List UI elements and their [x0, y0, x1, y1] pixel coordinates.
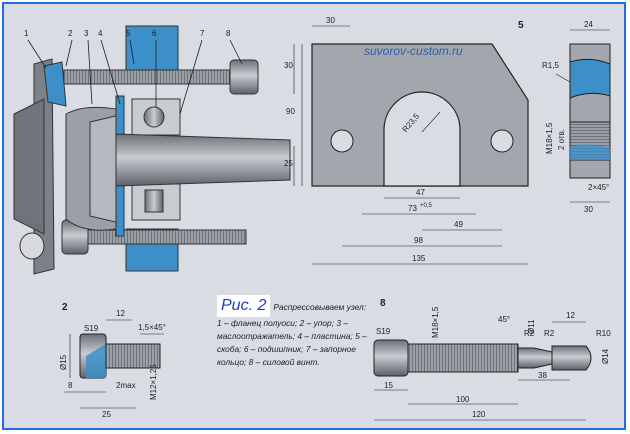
assembly-drawing: 1 2 3 4 5 6 7 8	[13, 25, 291, 275]
nut-dim-top: 24	[584, 20, 593, 29]
screw-dim-r10: R10	[596, 329, 611, 338]
bracket-dim-width: 135	[412, 254, 426, 263]
stop-drawing: 2 12 1,5×45° S19 Ø15 8 2max M12×1,25 25	[59, 302, 166, 419]
nut-dim-bottom: 30	[584, 205, 593, 214]
bracket-dim-holes: 98	[414, 236, 423, 245]
screw-dim-d11: Ø11	[527, 319, 536, 334]
assembly-label-2: 2	[68, 29, 73, 38]
screw-dim-100: 100	[456, 395, 470, 404]
watermark-text: suvorov-custom.ru	[364, 44, 463, 58]
caption-text: Распрессовываем узел: 1 – фланец полуоси…	[217, 302, 367, 367]
bracket-dim-upper: 30	[284, 61, 293, 70]
screw-dim-d14: Ø14	[601, 348, 610, 364]
assembly-label-7: 7	[200, 29, 205, 38]
nut-dim-holes: 2 отв.	[557, 129, 566, 150]
stop-view-label: 2	[62, 302, 68, 313]
screw-dim-angle: 45°	[498, 315, 510, 324]
bracket-drawing: 5 30 30 90 25 R23,5 47 73 +0,5 49 98 135	[284, 16, 529, 265]
assembly-label-3: 3	[84, 29, 89, 38]
stop-dim-thread: M12×1,25	[149, 364, 158, 400]
bracket-dim-right: 49	[454, 220, 463, 229]
bracket-view-label: 5	[518, 20, 524, 31]
stop-dim-left: 8	[68, 381, 73, 390]
assembly-label-6: 6	[152, 29, 157, 38]
figure-frame: 1 2 3 4 5 6 7 8 5 30 30 90 25 R23,5	[2, 2, 626, 430]
bracket-dim-lower: 25	[284, 159, 293, 168]
screw-drawing: 8 S19 M18×1,5 45° Ø11 R2 R2 12 R10 Ø14 1…	[373, 298, 611, 421]
assembly-label-1: 1	[24, 29, 29, 38]
nut-dim-radius: R1,5	[542, 61, 559, 70]
bracket-dim-slot-tol: +0,5	[420, 203, 433, 209]
screw-dim-hex: S19	[376, 327, 391, 336]
assembly-label-4: 4	[98, 29, 103, 38]
stop-dim-hex: S19	[84, 324, 99, 333]
stop-dim-diameter: Ø15	[59, 354, 68, 370]
bracket-dim-slot: 73	[408, 204, 417, 213]
nut-dim-thread: M18×1,5	[545, 122, 554, 154]
assembly-label-5: 5	[126, 29, 131, 38]
nut-dim-chamfer: 2×45°	[588, 183, 609, 192]
stop-dim-gap: 2max	[116, 381, 136, 390]
screw-dim-thread: M18×1,5	[431, 306, 440, 338]
stop-dim-length: 25	[102, 410, 111, 419]
screw-dim-head: 15	[384, 381, 393, 390]
assembly-label-8: 8	[226, 29, 231, 38]
screw-dim-tip: 12	[566, 311, 575, 320]
bracket-dim-height: 90	[286, 107, 295, 116]
stop-dim-top: 12	[116, 309, 125, 318]
screw-dim-r2a: R2	[524, 329, 535, 338]
screw-dim-38: 38	[538, 371, 547, 380]
caption-label: Рис. 2	[217, 295, 271, 317]
screw-dim-r2b: R2	[544, 329, 555, 338]
nut-side-drawing: 24 R1,5 M18×1,5 2 отв. 2×45° 30	[542, 20, 611, 214]
stop-dim-chamfer: 1,5×45°	[138, 323, 166, 332]
screw-dim-total: 120	[472, 410, 486, 419]
bracket-dim-top: 30	[326, 16, 335, 25]
technical-drawing: 1 2 3 4 5 6 7 8 5 30 30 90 25 R23,5	[13, 16, 611, 421]
screw-view-label: 8	[380, 298, 386, 309]
bracket-dim-inner: 47	[416, 188, 425, 197]
